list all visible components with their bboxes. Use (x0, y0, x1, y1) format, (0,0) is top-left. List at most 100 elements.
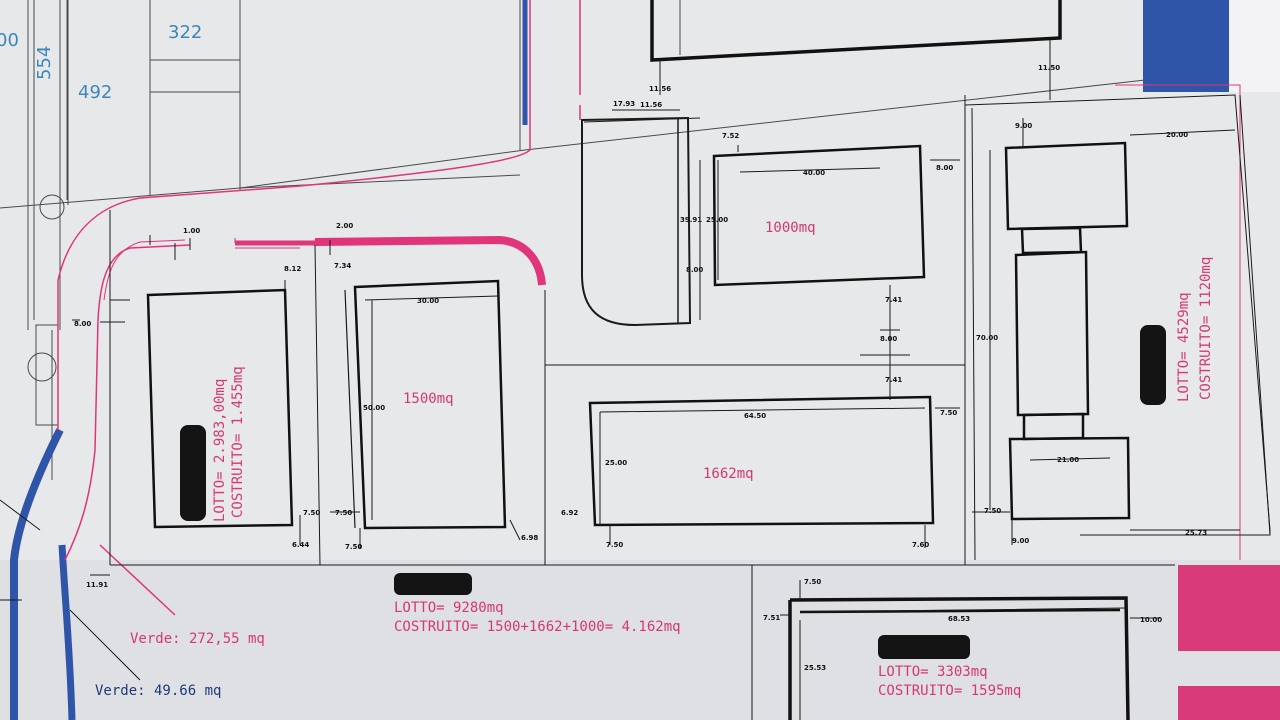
redaction-center (394, 573, 472, 595)
building-right-bottom (1008, 436, 1131, 521)
white-strip (1229, 0, 1280, 92)
blue-road-curve-2 (58, 544, 76, 720)
dim-label: 7.50 (804, 578, 821, 586)
verde-label-2: Verde: 49.66 mq (95, 683, 221, 699)
dim-label: 20.00 (1166, 131, 1188, 139)
dim-label: 7.50 (984, 507, 1001, 515)
magenta-block-bottom (1178, 686, 1280, 720)
dim-label: 8.00 (880, 335, 897, 343)
lot-boundary-left (109, 210, 1175, 566)
lot-right-costruito: COSTRUITO= 1120mq (1198, 257, 1214, 400)
redaction-left (180, 425, 206, 521)
building-top (650, 0, 1062, 62)
building-1662 (588, 395, 935, 527)
area-1662: 1662mq (703, 466, 754, 482)
dim-label: 7.50 (606, 541, 623, 549)
dim-label: 6.98 (521, 534, 538, 542)
dim-label: 25.53 (804, 664, 826, 672)
dim-label: 50.00 (363, 404, 385, 412)
upper-band-line (0, 79, 1146, 209)
building-bottom-right (788, 596, 1130, 720)
dim-label: 7.41 (885, 296, 902, 304)
dim-label: 1.00 (183, 227, 200, 235)
area-1500: 1500mq (403, 391, 454, 407)
lot-right-lotto: LOTTO= 4529mq (1176, 292, 1192, 402)
parcel-lines-top (67, 0, 241, 205)
dim-label: 10.00 (1140, 616, 1162, 624)
lot-left-lotto: LOTTO= 2.983,00mq (212, 379, 228, 522)
building-left (146, 288, 294, 529)
dim-label: 21.00 (1057, 456, 1079, 464)
dim-label: 7.34 (334, 262, 351, 270)
pink-road-outline-2 (64, 244, 191, 561)
building-1500 (353, 279, 507, 530)
magenta-block-top (1178, 565, 1280, 651)
building-right-mid (1014, 250, 1090, 417)
lot-left-costruito: COSTRUITO= 1.455mq (230, 366, 246, 518)
area-1000: 1000mq (765, 220, 816, 236)
dim-label: 7.60 (912, 541, 929, 549)
building-1000-enclosure (581, 116, 692, 327)
redaction-bottom-right (878, 635, 970, 659)
parcel-00: 00 (0, 30, 19, 51)
dim-label: 25.00 (605, 459, 627, 467)
verde-label-1: Verde: 272,55 mq (130, 631, 265, 647)
pink-road-thick (314, 235, 546, 286)
dim-label: 9.00 (1015, 122, 1032, 130)
upper-horizontal (239, 174, 521, 189)
dim-label: 7.50 (303, 509, 320, 517)
building-1000 (712, 144, 926, 287)
pink-line-right (1115, 84, 1241, 560)
dim-label: 7.52 (722, 132, 739, 140)
dim-label: 7.51 (763, 614, 780, 622)
dim-label: 39.91 (680, 216, 702, 224)
dim-label: 25.73 (1185, 529, 1207, 537)
dimension-labels: 11.56 11.50 17.93 11.56 7.52 40.00 8.00 … (74, 64, 1207, 672)
dim-label: 8.12 (284, 265, 301, 273)
dim-label: 7.50 (345, 543, 362, 551)
dim-label: 64.50 (744, 412, 766, 420)
lot-bottom-right-lotto: LOTTO= 3303mq (878, 664, 988, 680)
lot-center-lotto: LOTTO= 9280mq (394, 600, 504, 616)
lot-bottom-right-costruito: COSTRUITO= 1595mq (878, 683, 1021, 699)
dim-label: 11.56 (649, 85, 671, 93)
dim-label: 17.93 (613, 100, 635, 108)
dim-label: 6.44 (292, 541, 309, 549)
pink-diag-verde (99, 544, 176, 616)
building-1500-outer (344, 289, 356, 529)
dim-label: 7.41 (885, 376, 902, 384)
pink-road-outline-3 (103, 239, 186, 301)
parcel-322: 322 (168, 22, 202, 43)
dim-label: 11.50 (1038, 64, 1060, 72)
building-right-top (1004, 141, 1129, 231)
dim-label: 40.00 (803, 169, 825, 177)
dim-label: 6.92 (561, 509, 578, 517)
dim-label: 30.00 (417, 297, 439, 305)
paper-shadow (0, 560, 1280, 720)
dim-label: 2.00 (336, 222, 353, 230)
blue-road-curve (10, 428, 64, 720)
dim-label: 8.00 (74, 320, 91, 328)
dim-label: 11.56 (640, 101, 662, 109)
blue-corner-block (1143, 0, 1229, 92)
parcel-492: 492 (78, 82, 112, 103)
pink-road-lines (234, 238, 300, 249)
dim-label: 70.00 (976, 334, 998, 342)
dim-label: 68.53 (948, 615, 970, 623)
verde-leader-2 (0, 499, 41, 601)
circle-marker-1 (39, 194, 65, 220)
dimension-lines (72, 40, 1240, 720)
dim-label: 8.00 (686, 266, 703, 274)
dim-label: 25.00 (706, 216, 728, 224)
redaction-right (1140, 325, 1166, 405)
lot-center-costruito: COSTRUITO= 1500+1662+1000= 4.162mq (394, 619, 681, 635)
lot-boundary-center (544, 94, 1271, 565)
dim-label: 7.50 (335, 509, 352, 517)
dim-label: 8.00 (936, 164, 953, 172)
lot-boundary-horizontal (110, 244, 321, 566)
lot-boundary-lower (751, 94, 1271, 720)
parcel-554: 554 (34, 46, 55, 80)
dim-label: 11.91 (86, 581, 108, 589)
dim-label: 7.50 (940, 409, 957, 417)
